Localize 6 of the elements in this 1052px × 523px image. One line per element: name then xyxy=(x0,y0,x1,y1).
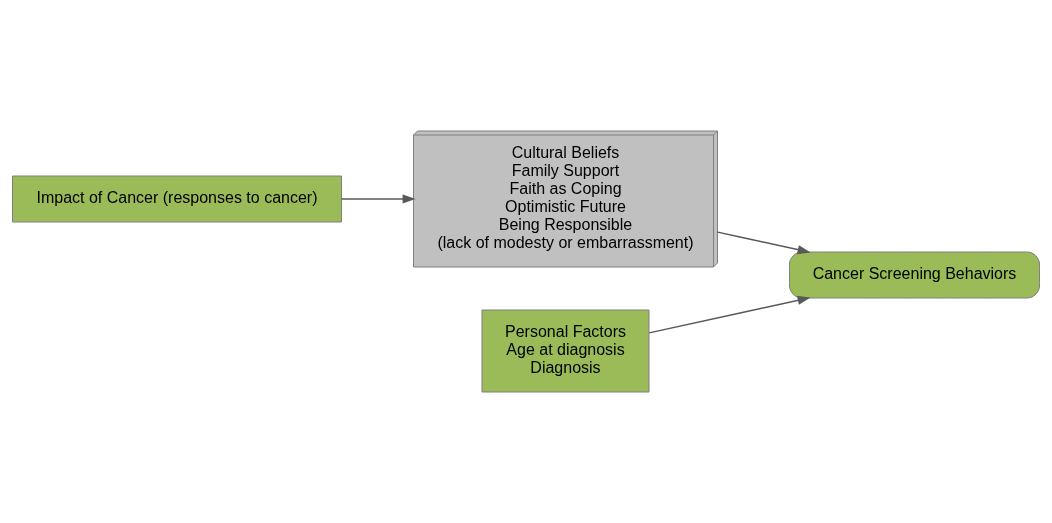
node-box: Cancer Screening Behaviors xyxy=(789,251,1040,299)
arrow xyxy=(716,231,811,255)
arrow xyxy=(340,194,416,204)
node-box: Impact of Cancer (responses to cancer) xyxy=(12,175,342,223)
arrow xyxy=(648,295,811,334)
node-box: Personal Factors Age at diagnosis Diagnosis xyxy=(481,309,650,393)
